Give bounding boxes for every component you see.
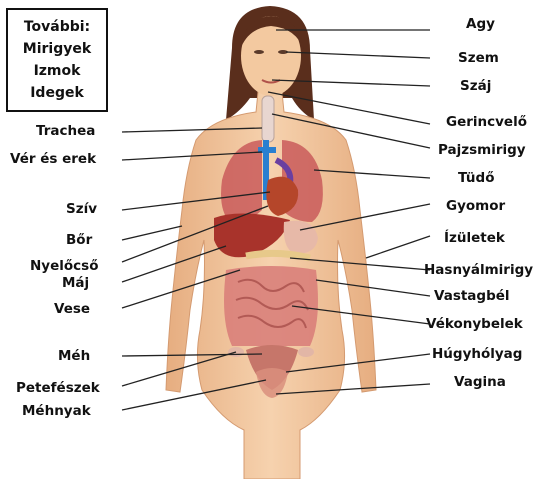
label-brain: Agy	[466, 16, 495, 32]
trachea-shape	[262, 96, 274, 142]
label-pancreas: Hasnyálmirigy	[424, 262, 533, 278]
label-esophagus: Nyelőcső	[30, 258, 98, 274]
label-kidney: Vese	[54, 301, 90, 317]
box-item-nerves: Idegek	[30, 82, 84, 104]
ovary-right-shape	[298, 347, 314, 357]
label-vagina: Vagina	[454, 374, 506, 390]
label-joints: Ízületek	[444, 230, 505, 246]
label-stomach: Gyomor	[446, 198, 505, 214]
label-large-intestine: Vastagbél	[434, 288, 510, 304]
label-small-intestine: Vékonybelek	[426, 316, 523, 332]
label-liver: Máj	[62, 275, 89, 291]
label-mouth: Száj	[460, 78, 491, 94]
label-trachea: Trachea	[36, 123, 95, 139]
label-ovary: Petefészek	[16, 380, 100, 396]
label-cervix: Méhnyak	[22, 403, 91, 419]
label-spinal-cord: Gerincvelő	[446, 114, 527, 130]
label-uterus: Méh	[58, 348, 90, 364]
eye-left	[254, 50, 264, 54]
additional-box: További: Mirigyek Izmok Idegek	[6, 8, 108, 112]
box-title: További:	[24, 16, 90, 38]
label-bladder: Húgyhólyag	[432, 346, 522, 362]
label-eye: Szem	[458, 50, 499, 66]
label-lung: Tüdő	[458, 170, 494, 186]
label-blood-vessels: Vér és erek	[10, 151, 96, 167]
colon-shape	[224, 266, 318, 346]
label-thyroid: Pajzsmirigy	[438, 142, 526, 158]
label-skin: Bőr	[66, 232, 92, 248]
box-item-glands: Mirigyek	[23, 38, 91, 60]
label-heart: Szív	[66, 201, 97, 217]
box-item-muscles: Izmok	[34, 60, 81, 82]
